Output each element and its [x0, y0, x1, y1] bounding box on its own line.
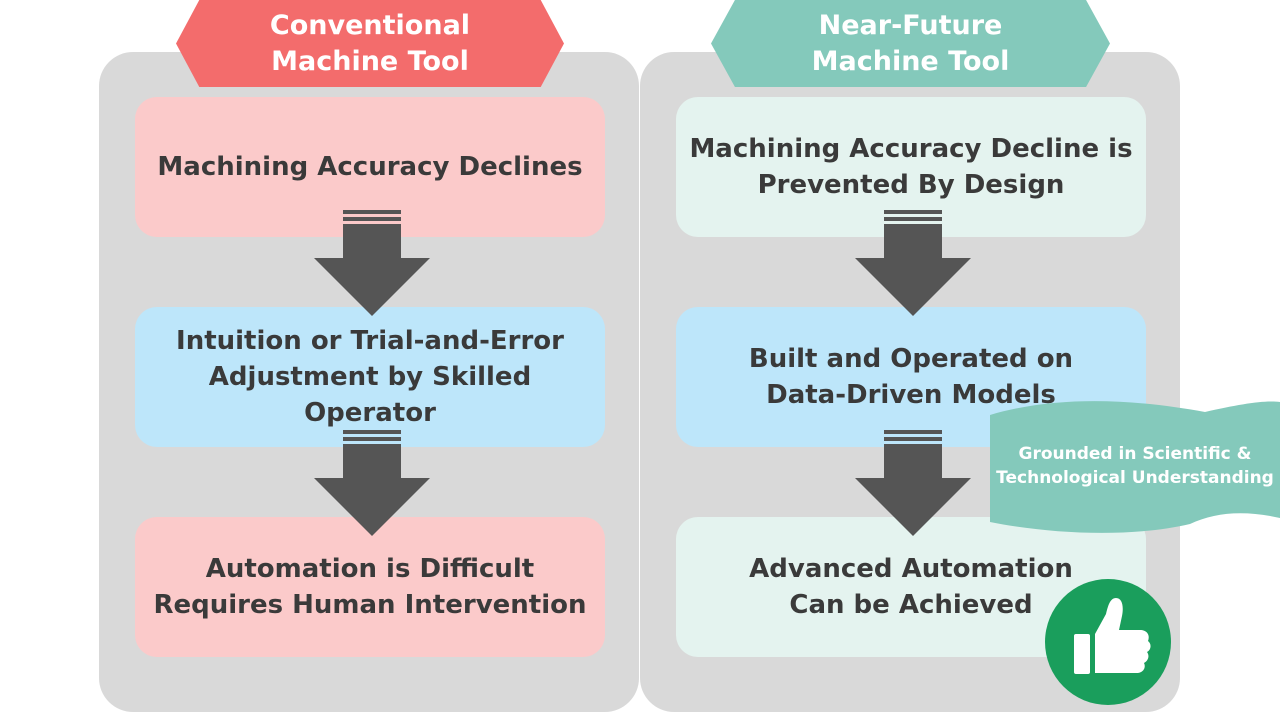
conventional-step-3: Automation is Difficult Requires Human I…: [135, 517, 605, 657]
down-arrow-icon: [314, 210, 430, 316]
near-future-step-1: Machining Accuracy Decline is Prevented …: [676, 97, 1146, 237]
conventional-step-2: Intuition or Trial-and-Error Adjustment …: [135, 307, 605, 447]
conventional-header: Conventional Machine Tool: [176, 0, 564, 87]
down-arrow-icon: [855, 210, 971, 316]
callout-text: Grounded in Scientific & Technological U…: [996, 444, 1274, 488]
near-future-step-3: Advanced Automation Can be Achieved: [676, 517, 1146, 657]
thumbs-up-icon: [1045, 579, 1171, 705]
down-arrow-icon: [855, 430, 971, 536]
conventional-step-1: Machining Accuracy Declines: [135, 97, 605, 237]
down-arrow-icon: [314, 430, 430, 536]
near-future-header: Near-Future Machine Tool: [711, 0, 1110, 87]
callout-banner: [990, 401, 1280, 533]
